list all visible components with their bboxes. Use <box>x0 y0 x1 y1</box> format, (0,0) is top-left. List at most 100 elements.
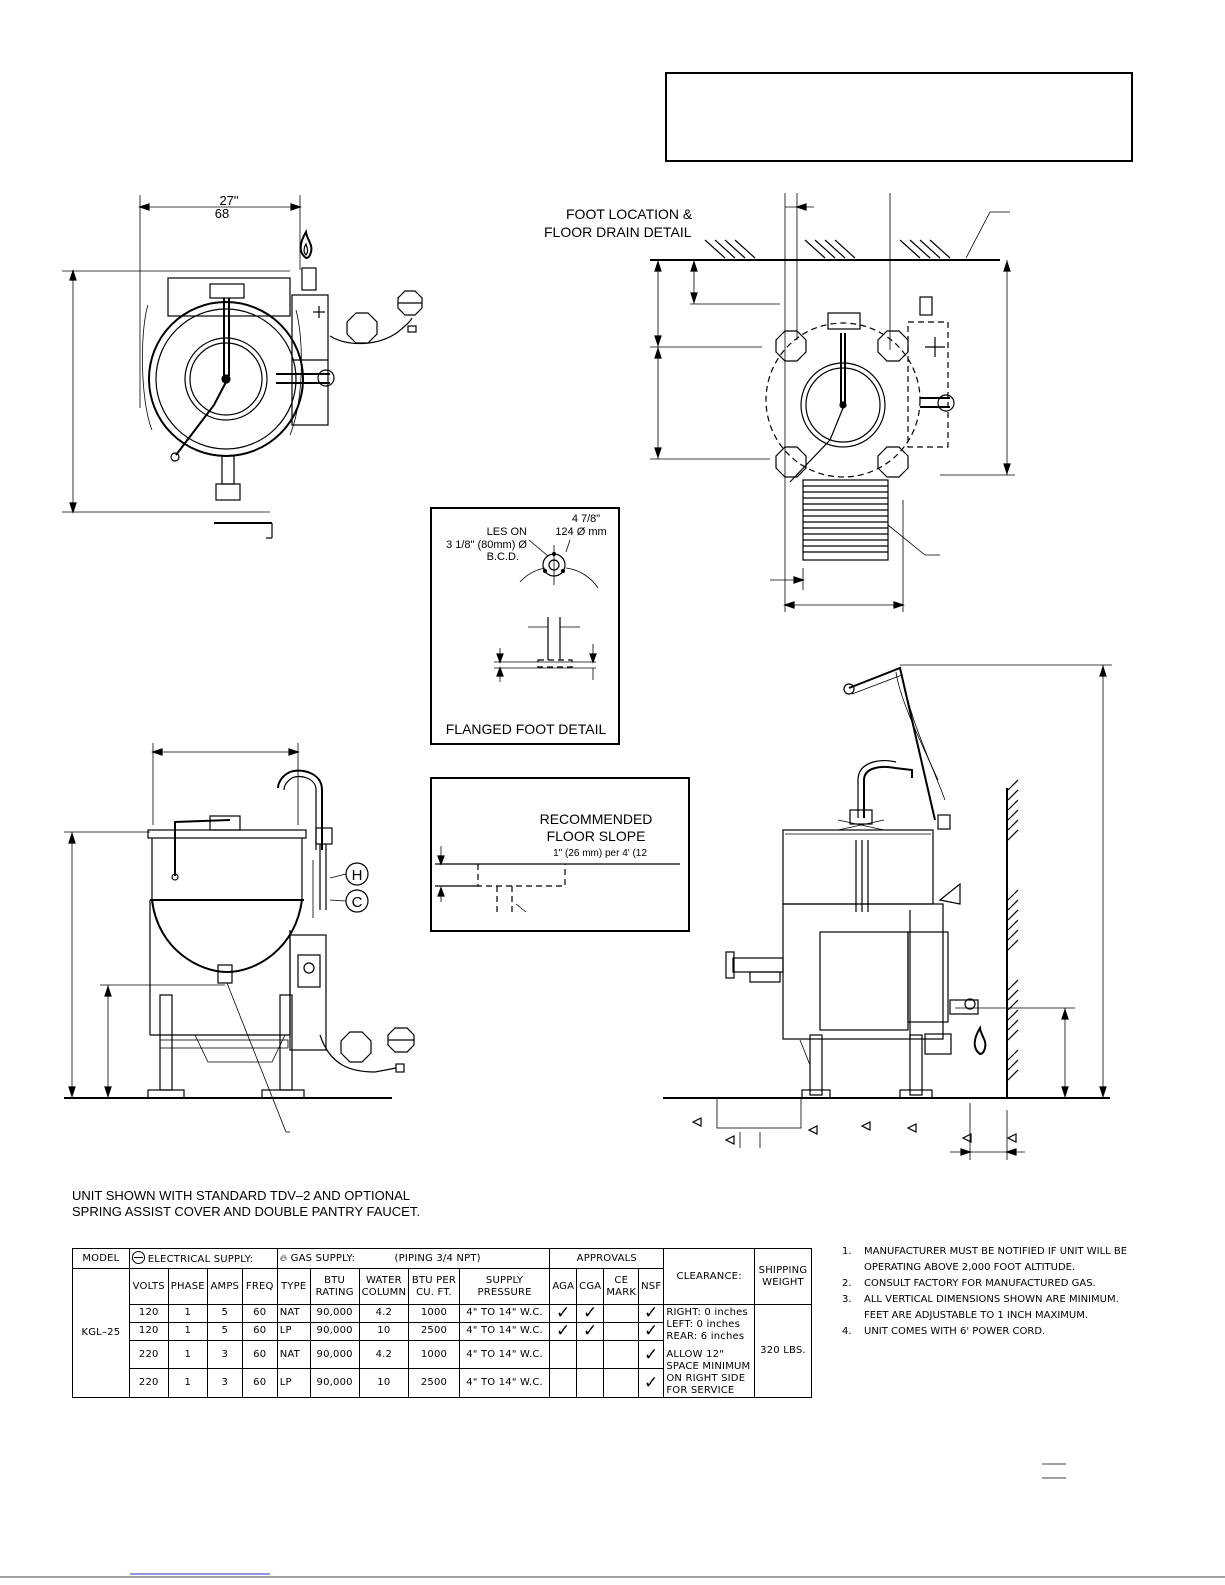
r3-pressure: 4" TO 14" W.C. <box>458 1368 551 1398</box>
note-text: UNIT COMES WITH 6' POWER CORD. <box>864 1326 1046 1337</box>
cold-label: C <box>352 894 363 911</box>
gas-icon: 🔥︎ <box>279 1252 288 1264</box>
r0-type: NAT <box>276 1304 311 1323</box>
note-text: CONSULT FACTORY FOR MANUFACTURED GAS. <box>864 1278 1096 1289</box>
top-width-in: 27" <box>219 193 238 208</box>
flanged-holes-label: LES ON <box>487 526 527 538</box>
r3-cga-check <box>576 1368 605 1398</box>
r2-btu: 90,000 <box>309 1339 360 1370</box>
r1-type: LP <box>276 1321 311 1341</box>
r3-water: 10 <box>358 1368 410 1398</box>
col-phase: PHASE <box>167 1268 208 1305</box>
shipping-header: SHIPPING WEIGHT <box>753 1248 813 1305</box>
r1-cga-check: ✓ <box>576 1321 605 1341</box>
col-nsf: NSF <box>638 1268 665 1305</box>
r1-water: 10 <box>358 1321 410 1341</box>
r0-freq: 60 <box>241 1304 278 1323</box>
r2-water: 4.2 <box>358 1339 410 1370</box>
top-view: 27" 68 <box>62 193 423 539</box>
gas-header: GAS SUPPLY: <box>290 1252 356 1264</box>
r3-btu-cu: 2500 <box>408 1368 460 1398</box>
note-item: 2. CONSULT FACTORY FOR MANUFACTURED GAS. <box>842 1276 1142 1292</box>
r3-aga-check <box>549 1368 578 1398</box>
r0-pressure: 4" TO 14" W.C. <box>458 1304 551 1323</box>
r2-pressure: 4" TO 14" W.C. <box>458 1339 551 1370</box>
r0-ce-check <box>603 1304 640 1323</box>
r1-aga-check: ✓ <box>549 1321 578 1341</box>
note-item: 4.UNIT COMES WITH 6' POWER CORD. <box>842 1324 1142 1340</box>
note-number: 2. <box>842 1278 852 1289</box>
note-text: MANUFACTURER MUST BE NOTIFIED IF UNIT WI… <box>864 1246 1128 1273</box>
clearance-line: SPACE MINIMUM <box>666 1361 751 1372</box>
col-water: WATER COLUMN <box>358 1268 410 1305</box>
foot-detail-title-1: FOOT LOCATION & <box>566 206 693 222</box>
r0-volts: 120 <box>128 1304 169 1323</box>
r3-volts: 220 <box>128 1368 169 1398</box>
flanged-bcd-1: 3 1/8" (80mm) Ø <box>446 539 527 551</box>
clearance-header: CLEARANCE: <box>663 1248 755 1305</box>
col-supply: SUPPLY PRESSURE <box>458 1268 551 1305</box>
front-view: H C <box>64 743 415 1133</box>
r1-phase: 1 <box>167 1321 208 1341</box>
col-btu: BTU RATING <box>309 1268 360 1305</box>
r2-freq: 60 <box>241 1339 278 1370</box>
note-item: 1. MANUFACTURER MUST BE NOTIFIED IF UNIT … <box>842 1244 1142 1276</box>
r2-ce-check <box>603 1339 640 1370</box>
electrical-header-cell: ELECTRICAL SUPPLY: <box>128 1248 278 1269</box>
clearance-line: FOR SERVICE <box>666 1385 735 1396</box>
hot-label: H <box>352 867 363 884</box>
r3-nsf-check: ✓ <box>638 1368 665 1398</box>
flanged-foot-title: FLANGED FOOT DETAIL <box>446 721 607 737</box>
col-btu-cu: BTU PER CU. FT. <box>408 1268 460 1305</box>
col-freq: FREQ <box>241 1268 278 1305</box>
r0-btu: 90,000 <box>309 1304 360 1323</box>
floor-slope-detail: RECOMMENDED FLOOR SLOPE 1" (26 mm) per 4… <box>430 777 690 932</box>
power-cord-icon <box>319 1027 415 1073</box>
r1-btu-cu: 2500 <box>408 1321 460 1341</box>
r2-cga-check <box>576 1339 605 1370</box>
clearance-line: ON RIGHT SIDE <box>666 1373 746 1384</box>
note-text: ALL VERTICAL DIMENSIONS SHOWN ARE MINIMU… <box>864 1294 1119 1321</box>
r0-cga-check: ✓ <box>576 1304 605 1323</box>
r3-type: LP <box>276 1368 311 1398</box>
r0-nsf-check: ✓ <box>638 1304 665 1323</box>
note-number: 3. <box>842 1294 852 1305</box>
shipping-weight: 320 LBS. <box>753 1304 813 1398</box>
clearance-line: LEFT: 0 inches <box>666 1319 740 1330</box>
col-cga: CGA <box>576 1268 605 1305</box>
r2-phase: 1 <box>167 1339 208 1370</box>
r1-pressure: 4" TO 14" W.C. <box>458 1321 551 1341</box>
floor-slope-title-2: FLOOR SLOPE <box>547 828 646 844</box>
foot-location-view: FOOT LOCATION & FLOOR DRAIN DETAIL <box>544 193 1015 612</box>
note-number: 1. <box>842 1246 852 1257</box>
r1-volts: 120 <box>128 1321 169 1341</box>
model-cell: KGL–25 <box>72 1268 130 1398</box>
top-width-mm: 68 <box>215 206 229 221</box>
r0-amps: 5 <box>206 1304 243 1323</box>
col-type: TYPE <box>276 1268 311 1305</box>
note-item: 3. ALL VERTICAL DIMENSIONS SHOWN ARE MINI… <box>842 1292 1142 1324</box>
clearance-cell: RIGHT: 0 inches LEFT: 0 inches REAR: 6 i… <box>663 1304 755 1398</box>
floor-slope-spec: 1" (26 mm) per 4' (12 <box>553 848 647 859</box>
clearance-line: RIGHT: 0 inches <box>666 1307 748 1318</box>
floor-slope-title-1: RECOMMENDED <box>540 811 653 827</box>
caption-line-1: UNIT SHOWN WITH STANDARD TDV–2 AND OPTIO… <box>72 1188 410 1203</box>
r0-phase: 1 <box>167 1304 208 1323</box>
col-volts: VOLTS <box>128 1268 169 1305</box>
hot-water-badge: H <box>345 862 369 886</box>
notes-list: 1. MANUFACTURER MUST BE NOTIFIED IF UNIT … <box>842 1244 1142 1340</box>
cold-water-badge: C <box>345 889 369 913</box>
r2-aga-check <box>549 1339 578 1370</box>
r3-amps: 3 <box>206 1368 243 1398</box>
r1-btu: 90,000 <box>309 1321 360 1341</box>
caption-line-2: SPRING ASSIST COVER AND DOUBLE PANTRY FA… <box>72 1204 420 1219</box>
r3-freq: 60 <box>241 1368 278 1398</box>
r0-water: 4.2 <box>358 1304 410 1323</box>
r3-ce-check <box>603 1368 640 1398</box>
model-header: MODEL <box>72 1248 130 1269</box>
foot-detail-title-2: FLOOR DRAIN DETAIL <box>544 224 692 240</box>
gas-flame-icon <box>299 229 313 260</box>
electrical-connection-icon <box>329 290 423 345</box>
col-ce: CE MARK <box>603 1268 640 1305</box>
